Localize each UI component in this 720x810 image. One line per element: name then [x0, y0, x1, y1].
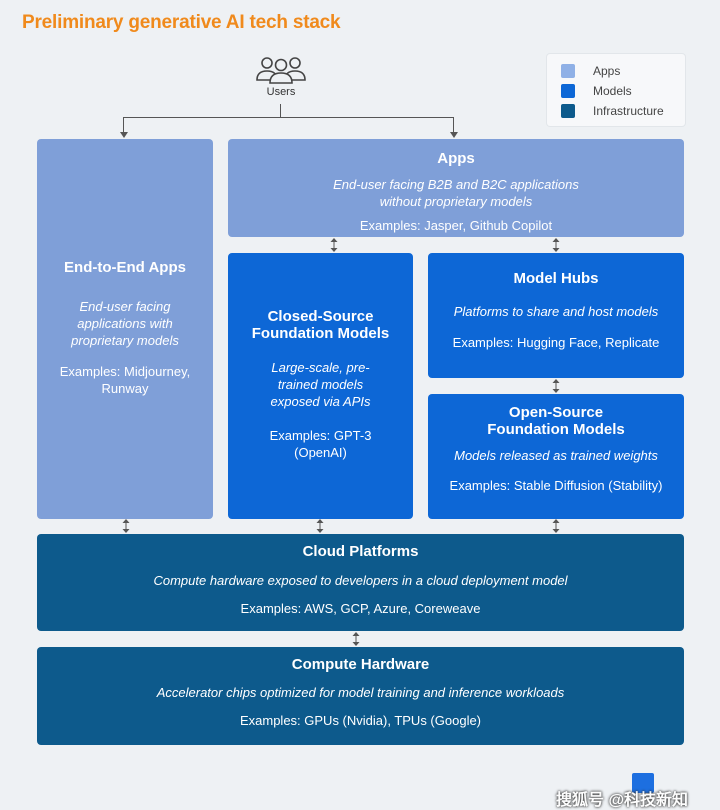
closed-source-models-examples: Examples: GPT-3 (OpenAI) [269, 428, 372, 460]
double-arrow-end-to-end-cloud [122, 519, 130, 533]
cloud-platforms-box: Cloud Platforms Compute hardware exposed… [37, 534, 684, 631]
open-source-models-description: Models released as trained weights [454, 448, 658, 463]
legend-label-models: Models [593, 84, 632, 98]
legend-item-models: Models [561, 83, 632, 99]
apps-description: End-user facing B2B and B2C applications… [333, 177, 579, 209]
users-connector-vertical [280, 104, 281, 118]
double-arrow-model-hubs-open-source [552, 379, 560, 393]
cloud-platforms-title: Cloud Platforms [302, 543, 419, 560]
legend-swatch-models [561, 84, 575, 98]
model-hubs-description: Platforms to share and host models [453, 304, 659, 319]
model-hubs-examples: Examples: Hugging Face, Replicate [452, 335, 660, 350]
compute-hardware-title: Compute Hardware [291, 656, 430, 673]
double-arrow-open-source-cloud [552, 519, 560, 533]
closed-source-models-description: Large-scale, pre-trained models exposed … [270, 360, 371, 409]
double-arrow-apps-model-hubs [552, 238, 560, 252]
legend-swatch-infrastructure [561, 104, 575, 118]
closed-source-models-title: Closed-Source Foundation Models [251, 308, 390, 342]
diagram-title: Preliminary generative AI tech stack [22, 12, 341, 33]
arrow-to-end-to-end [119, 132, 128, 138]
open-source-models-examples: Examples: Stable Diffusion (Stability) [449, 478, 663, 493]
users-connector-right [453, 117, 454, 133]
apps-title: Apps [437, 150, 475, 167]
end-to-end-apps-description: End-user facing applications with propri… [71, 299, 179, 348]
model-hubs-title: Model Hubs [513, 270, 599, 287]
users-label: Users [266, 86, 296, 98]
legend-swatch-apps [561, 64, 575, 78]
end-to-end-apps-box: End-to-End Apps End-user facing applicat… [37, 139, 213, 519]
legend-label-apps: Apps [593, 64, 621, 78]
legend-item-infrastructure: Infrastructure [561, 103, 664, 119]
double-arrow-cloud-hardware [352, 632, 360, 646]
users-connector-left [123, 117, 124, 133]
apps-examples: Examples: Jasper, Github Copilot [359, 218, 553, 233]
open-source-models-title: Open-Source Foundation Models [487, 404, 625, 438]
users-icon [254, 54, 308, 84]
watermark: 搜狐号 @科技新知 [556, 792, 689, 809]
closed-source-models-box: Closed-Source Foundation Models Large-sc… [228, 253, 413, 519]
compute-hardware-box: Compute Hardware Accelerator chips optim… [37, 647, 684, 745]
model-hubs-box: Model Hubs Platforms to share and host m… [428, 253, 684, 378]
compute-hardware-examples: Examples: GPUs (Nvidia), TPUs (Google) [239, 713, 482, 728]
cloud-platforms-description: Compute hardware exposed to developers i… [153, 573, 568, 588]
apps-box: Apps End-user facing B2B and B2C applica… [228, 139, 684, 237]
double-arrow-closed-source-cloud [316, 519, 324, 533]
compute-hardware-description: Accelerator chips optimized for model tr… [156, 685, 565, 700]
open-source-models-box: Open-Source Foundation Models Models rel… [428, 394, 684, 519]
double-arrow-apps-closed-source [330, 238, 338, 252]
legend-item-apps: Apps [561, 63, 620, 79]
legend: Apps Models Infrastructure [547, 54, 685, 126]
legend-label-infrastructure: Infrastructure [593, 104, 664, 118]
cloud-platforms-examples: Examples: AWS, GCP, Azure, Coreweave [240, 601, 481, 616]
users-connector-horizontal [123, 117, 454, 118]
end-to-end-apps-title: End-to-End Apps [64, 259, 186, 276]
end-to-end-apps-examples: Examples: Midjourney, Runway [59, 364, 191, 396]
arrow-to-apps [449, 132, 458, 138]
footer-logo-icon [632, 773, 654, 793]
